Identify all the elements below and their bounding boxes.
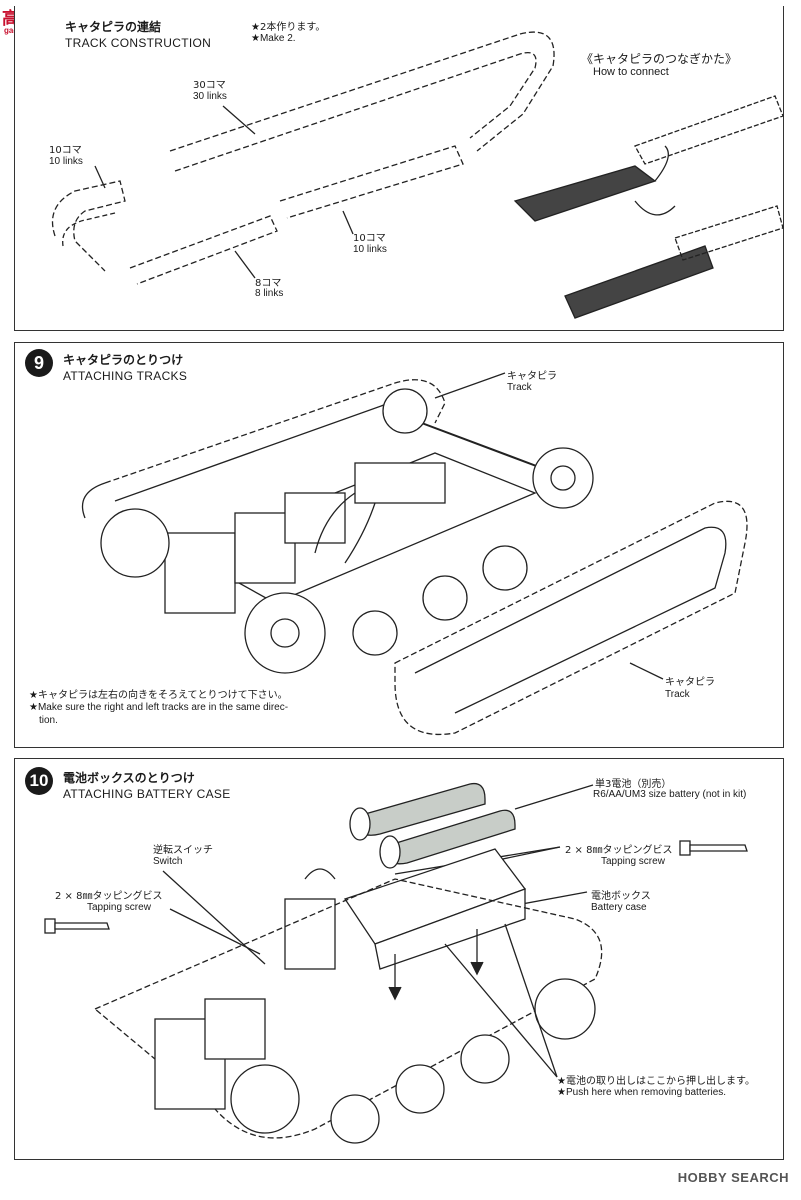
link-30-label-en: 30 links bbox=[193, 91, 227, 102]
track-label-2-jp: キャタピラ bbox=[665, 677, 715, 688]
track-label-1-jp: キャタピラ bbox=[507, 371, 557, 382]
switch-label-jp: 逆転スイッチ bbox=[153, 845, 213, 856]
link-10b-label-en: 10 links bbox=[353, 244, 387, 255]
battery-label-jp: 単3電池（別売） bbox=[595, 779, 672, 790]
step-8-note-jp: ★2本作ります。 bbox=[251, 22, 326, 33]
hobby-search-brand-text: HOBBY SEARCH bbox=[677, 1170, 789, 1185]
link-10a-label-en: 10 links bbox=[49, 156, 83, 167]
screw-right-label-en: Tapping screw bbox=[601, 856, 665, 867]
link-8-label-en: 8 links bbox=[255, 288, 284, 299]
switch-label-en: Switch bbox=[153, 856, 183, 867]
link-10b-label-jp: 10コマ bbox=[353, 233, 386, 244]
connect-heading-jp: 《キャタピラのつなぎかた》 bbox=[581, 52, 738, 66]
connect-heading-en: How to connect bbox=[593, 66, 669, 78]
step-9-note-jp: ★キャタピラは左右の向きをそろえてとりつけて下さい。 bbox=[29, 690, 288, 701]
step-9-title-jp: キャタピラのとりつけ bbox=[63, 353, 184, 367]
step-10-panel: 10 電池ボックスのとりつけ ATTACHING BATTERY CASE 単3… bbox=[14, 758, 784, 1160]
battery-case-drawing bbox=[44, 782, 748, 1144]
hobby-search-brand: HOBBY SEARCH bbox=[678, 1170, 789, 1185]
push-note-jp: ★電池の取り出しはここから押し出します。 bbox=[557, 1076, 755, 1087]
step-9-number-badge: 9 bbox=[25, 349, 53, 377]
step-9-panel: 9 キャタピラのとりつけ ATTACHING TRACKS キャタピラ Trac… bbox=[14, 342, 784, 748]
step-8-panel: キャタピラの連結 TRACK CONSTRUCTION ★2本作ります。 ★Ma… bbox=[14, 6, 784, 331]
link-8-label-jp: 8コマ bbox=[255, 278, 282, 289]
tapping-screw-left-icon bbox=[44, 918, 110, 934]
track-label-1-en: Track bbox=[507, 382, 532, 393]
tapping-screw-right-icon bbox=[679, 840, 748, 856]
attaching-tracks-drawing bbox=[81, 372, 748, 735]
step-8-title-en: TRACK CONSTRUCTION bbox=[65, 36, 212, 50]
screw-right-label-jp: 2 × 8㎜タッピングビス bbox=[565, 845, 673, 856]
battery-pair-icon bbox=[349, 782, 516, 869]
step-8-note-en: ★Make 2. bbox=[251, 33, 296, 44]
track-label-2-en: Track bbox=[665, 689, 690, 700]
step-8-title-jp: キャタピラの連結 bbox=[65, 20, 162, 34]
step-10-title-jp: 電池ボックスのとりつけ bbox=[63, 771, 195, 785]
track-construction-drawing bbox=[51, 30, 784, 319]
battery-case-label-jp: 電池ボックス bbox=[591, 891, 651, 902]
link-10a-label-jp: 10コマ bbox=[49, 145, 82, 156]
step-9-note-en-line2: tion. bbox=[39, 715, 58, 726]
step-10-title-en: ATTACHING BATTERY CASE bbox=[63, 787, 231, 801]
screw-left-label-en: Tapping screw bbox=[87, 902, 151, 913]
link-30-label-jp: 30コマ bbox=[193, 80, 226, 91]
step-9-note-en-line1: ★Make sure the right and left tracks are… bbox=[29, 702, 289, 713]
step-9-title-en: ATTACHING TRACKS bbox=[63, 369, 188, 383]
push-note-en: ★Push here when removing batteries. bbox=[557, 1087, 727, 1098]
step-10-number-badge: 10 bbox=[25, 767, 53, 795]
screw-left-label-jp: 2 × 8㎜タッピングビス bbox=[55, 891, 163, 902]
battery-label-en: R6/AA/UM3 size battery (not in kit) bbox=[593, 789, 747, 800]
battery-case-label-en: Battery case bbox=[591, 902, 647, 913]
